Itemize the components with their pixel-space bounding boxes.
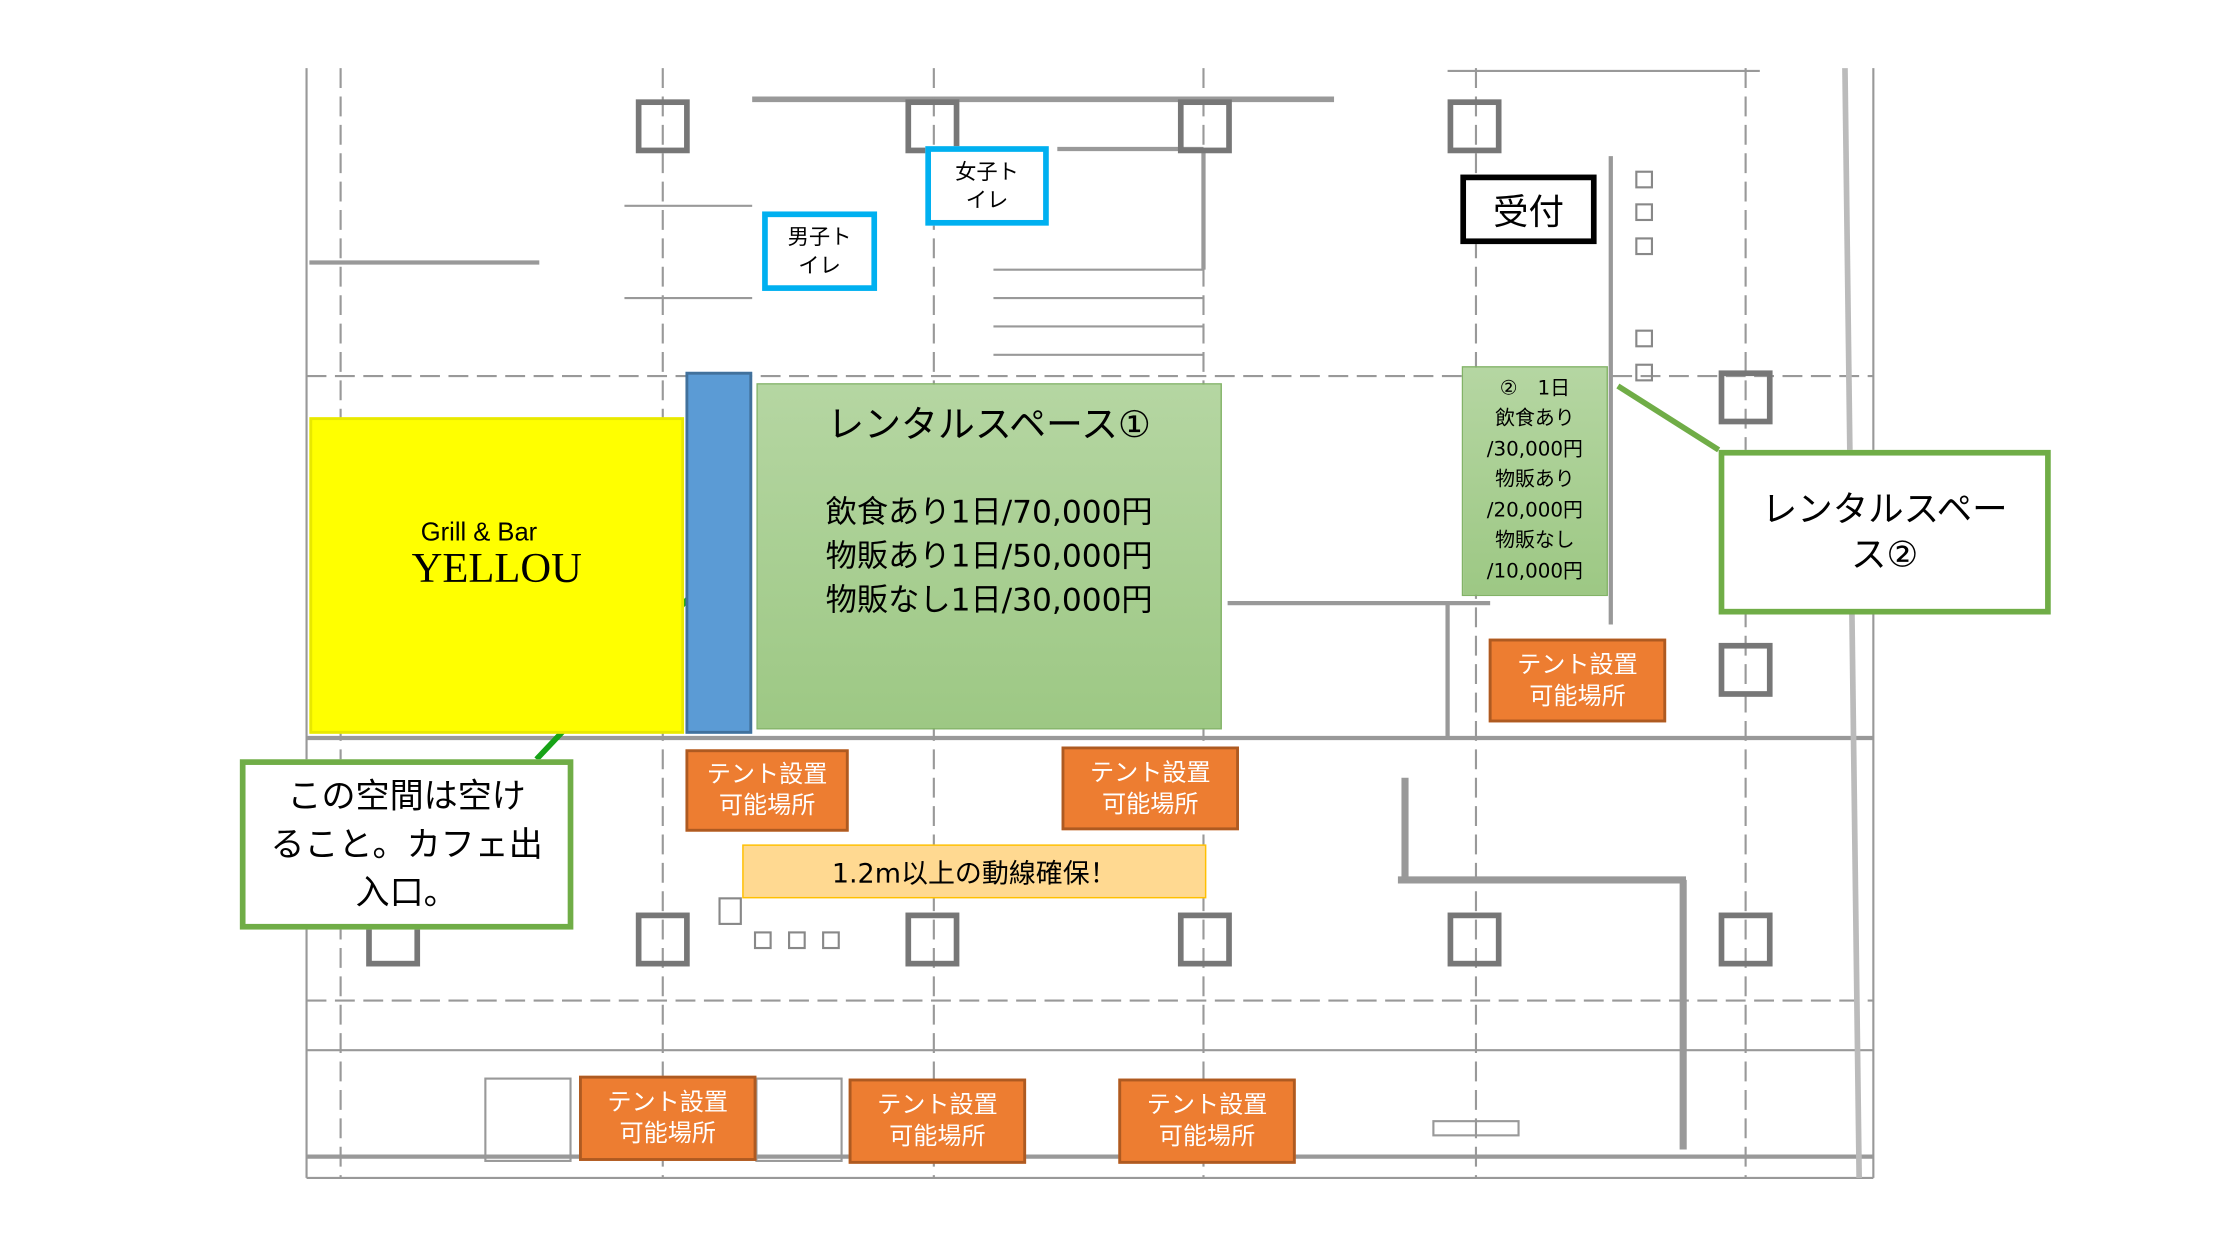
toilet-label: イレ [798, 252, 841, 279]
rental-space-2-callout: レンタルスペー ス② [1718, 449, 2051, 615]
tent-label: 可能場所 [889, 1122, 986, 1151]
tent-label: 可能場所 [1158, 1122, 1256, 1151]
tent-area: テント設置可能場所 [1488, 638, 1667, 723]
rental-space-1-price: 飲食あり1日/70,000円 [825, 495, 1153, 531]
tent-area: テント設置可能場所 [579, 1075, 757, 1161]
callout-pointer-right [1616, 383, 1721, 453]
tent-label: 可能場所 [718, 791, 816, 821]
tent-label: テント設置 [607, 1088, 729, 1117]
callout-line: ること。カフェ出 [270, 824, 543, 865]
tent-label: テント設置 [877, 1091, 998, 1120]
callout-line: この空間は空け [287, 776, 526, 817]
mens-toilet: 男子ト イレ [762, 211, 878, 291]
tent-label: テント設置 [1146, 1091, 1268, 1120]
restaurant-name: YELLOU [411, 544, 582, 592]
tent-label: 可能場所 [619, 1119, 716, 1149]
rental-space-1-price: 物販なし1日/30,000円 [825, 583, 1153, 619]
rental-space-2-line: 物販なし [1495, 529, 1575, 553]
keep-clear-callout: この空間は空け ること。カフェ出 入口。 [239, 759, 574, 930]
toilet-label: 男子ト [787, 224, 852, 250]
passage-note: 1.2m以上の動線確保！ [742, 844, 1207, 899]
tent-label: テント設置 [706, 760, 828, 790]
toilet-label: イレ [965, 187, 1009, 213]
rental-space-2-line: 物販あり [1495, 468, 1575, 492]
rental-space-2-line: /10,000円 [1486, 560, 1583, 583]
restaurant-area: Grill & Bar YELLOU [309, 417, 685, 734]
tent-area: テント設置可能場所 [1118, 1078, 1296, 1164]
callout-line: レンタルスペー [1761, 488, 2008, 530]
cafe-entrance-clear-space [685, 371, 753, 734]
reception-label: 受付 [1460, 174, 1597, 245]
tent-label: 可能場所 [1529, 681, 1626, 711]
rental-space-2-line: /30,000円 [1486, 438, 1583, 461]
tent-label: 可能場所 [1102, 789, 1199, 819]
rental-space-2-line: 飲食あり [1495, 407, 1575, 431]
rental-space-1: レンタルスペース① 飲食あり1日/70,000円 物販あり1日/50,000円 … [756, 383, 1222, 730]
tent-label: テント設置 [1089, 758, 1211, 787]
rental-space-2-line: /20,000円 [1486, 499, 1583, 522]
tent-area: テント設置可能場所 [848, 1078, 1027, 1164]
rental-space-2: ② 1日 飲食あり /30,000円 物販あり /20,000円 物販なし /1… [1461, 366, 1608, 597]
rental-space-1-price: 物販あり1日/50,000円 [825, 539, 1153, 575]
tent-label: テント設置 [1517, 650, 1638, 680]
callout-line: ス② [1851, 533, 1919, 575]
tent-area: テント設置可能場所 [1061, 746, 1239, 831]
toilet-label: 女子ト [955, 158, 1019, 185]
rental-space-1-title: レンタルスペース① [827, 404, 1152, 448]
tent-area: テント設置可能場所 [685, 749, 849, 832]
womens-toilet: 女子ト イレ [925, 146, 1049, 226]
callout-line: 入口。 [355, 872, 458, 913]
rental-space-2-line: ② 1日 [1499, 377, 1570, 400]
restaurant-subtitle: Grill & Bar [420, 518, 538, 547]
